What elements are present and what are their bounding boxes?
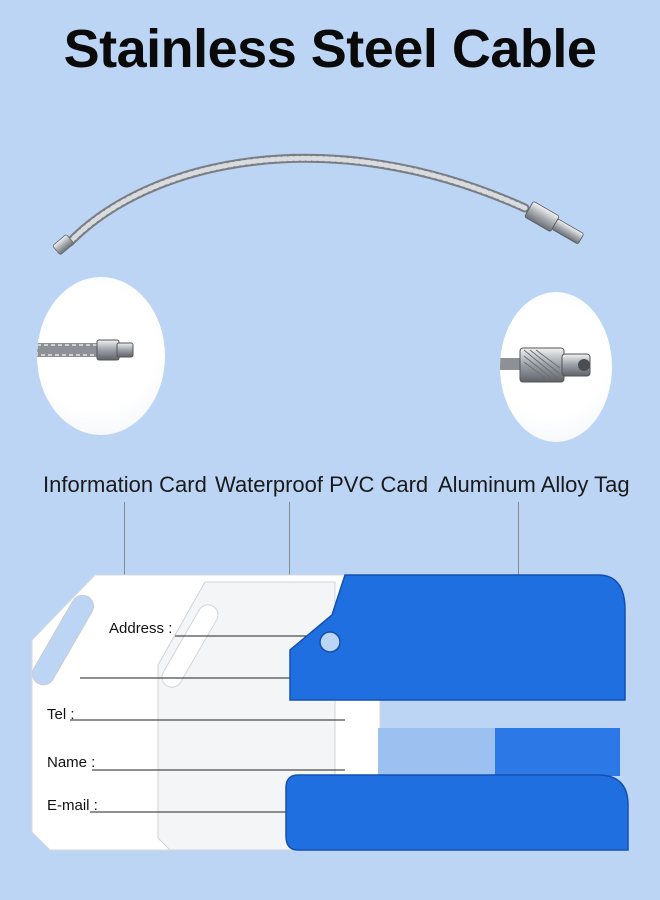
field-label-name: Name :: [47, 754, 96, 771]
cable-screw-lock: [524, 201, 584, 244]
information-card-slot: [32, 594, 94, 686]
cable-end-detail-right: [500, 292, 612, 442]
aluminum-tag-strap-right: [495, 728, 620, 776]
pointer-line-information-card: [124, 502, 125, 604]
cable-end-detail-left: [37, 277, 165, 435]
pointer-line-pvc-card: [289, 502, 290, 610]
field-label-address: Address :: [109, 620, 173, 637]
aluminum-tag-top: [289, 574, 626, 701]
label-waterproof-pvc-card: Waterproof PVC Card: [215, 472, 429, 497]
luggage-tags-image: [31, 574, 629, 851]
field-label-tel: Tel :: [47, 706, 75, 723]
steel-cable-image: [52, 153, 584, 255]
aluminum-tag-window: [378, 728, 498, 776]
aluminum-tag-bottom: [285, 774, 629, 851]
pvc-card-slot: [161, 604, 219, 688]
label-aluminum-alloy-tag: Aluminum Alloy Tag: [438, 472, 630, 497]
pointer-line-aluminum-tag: [518, 502, 519, 612]
page-title: Stainless Steel Cable: [63, 19, 597, 79]
cable-end-left: [52, 234, 74, 255]
field-label-email: E-mail :: [47, 797, 98, 814]
label-information-card: Information Card: [43, 472, 207, 497]
aluminum-tag-hole: [319, 631, 341, 653]
